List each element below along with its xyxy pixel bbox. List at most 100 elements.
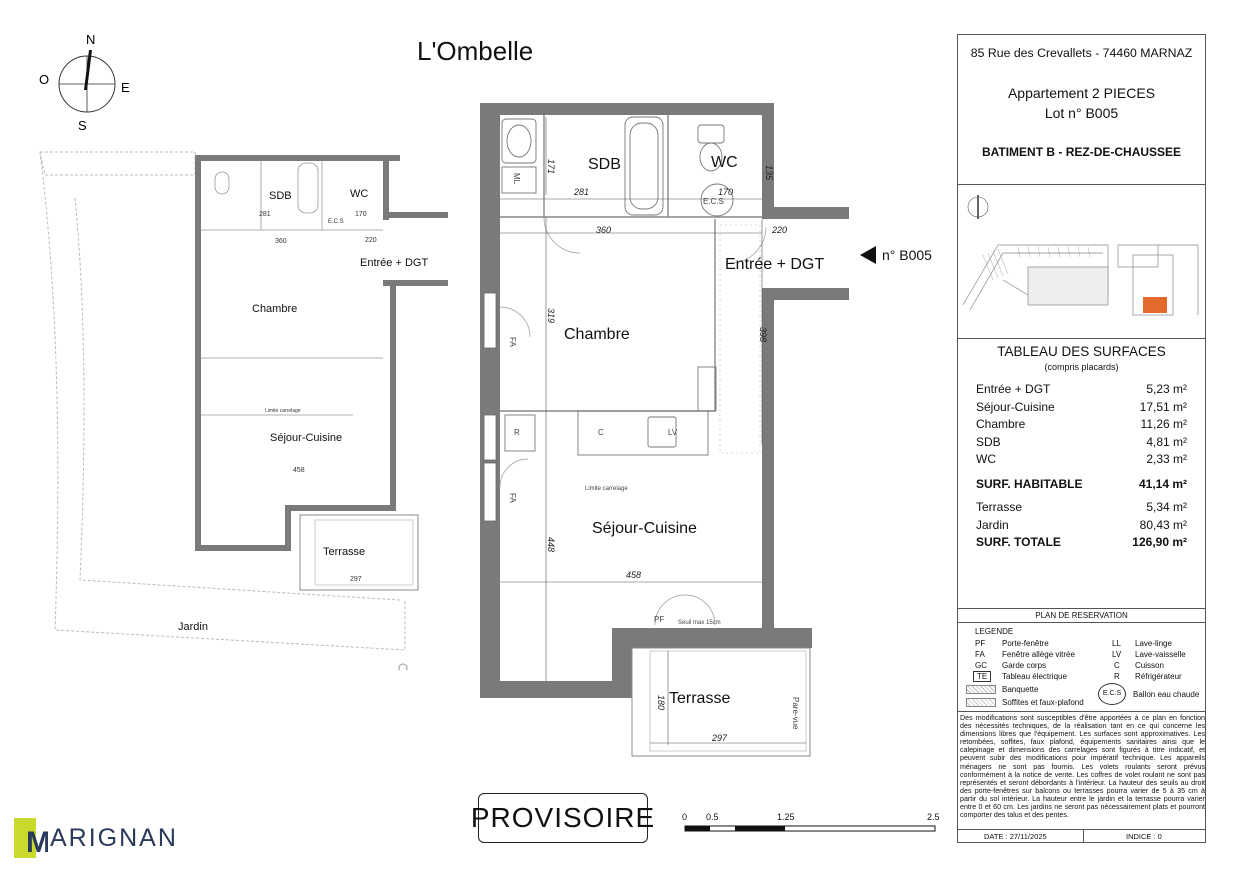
surfaces-section: TABLEAU DES SURFACES (compris placards) … [958, 339, 1205, 609]
lot-highlight [1143, 297, 1167, 313]
scale-tick-25: 2.5 [927, 812, 940, 822]
location-map [962, 195, 1199, 316]
overview-sdb: SDB [269, 190, 292, 202]
apartment-type: Appartement 2 PIECES [1007, 85, 1156, 101]
legend-text-gc: Garde corps [1002, 661, 1047, 670]
surface-row: WC 2,33 m² [976, 451, 1187, 469]
surface-row: Terrasse 5,34 m² [976, 499, 1187, 517]
surfaces-subtitle: (compris placards) [1044, 362, 1119, 372]
legend-text-fa: Fenêtre allège vitrée [1002, 650, 1075, 659]
garden-outline [39, 151, 196, 176]
overview-dim-220: 220 [365, 237, 377, 244]
wall-bottom [480, 681, 630, 698]
overview-dim-281: 281 [259, 211, 271, 218]
legend-code-r: R [1114, 672, 1120, 681]
location-map-section [958, 185, 1205, 339]
surface-value: 5,23 m² [1146, 382, 1187, 396]
label-parevue: Pare-vue [791, 697, 800, 730]
dim-135: 135 [764, 165, 774, 181]
surface-value: 4,81 m² [1146, 434, 1187, 449]
window-sejour-2 [483, 462, 497, 522]
disclaimer-notes: Des modifications sont susceptibles d'êt… [960, 714, 1205, 820]
compass-s: S [78, 118, 87, 133]
dim-297: 297 [711, 733, 728, 743]
address: 85 Rue des Crevallets - 74460 MARNAZ [970, 46, 1193, 60]
marignan-logo: M ARIGNAN [14, 818, 178, 858]
surface-value: 5,34 m² [1146, 500, 1187, 514]
wall-right-upper [762, 103, 774, 218]
surface-label: Séjour-Cuisine [976, 399, 1055, 414]
overview-terrasse: Terrasse [323, 546, 365, 558]
room-terrasse: Terrasse [669, 690, 730, 707]
compass-rose: N O E S [39, 32, 130, 133]
legend-banquette: Banquette [1002, 685, 1039, 694]
compass-n: N [86, 32, 95, 47]
surface-label: Entrée + DGT [976, 382, 1051, 396]
legend-ecs-code: E.C.S [1102, 690, 1122, 697]
overview-chambre: Chambre [252, 303, 297, 315]
dim-360: 360 [596, 225, 611, 235]
compass-o: O [39, 72, 49, 87]
room-sdb: SDB [588, 156, 621, 173]
label-seuil: Seuil max 15cm [678, 620, 721, 626]
info-panel: 85 Rue des Crevallets - 74460 MARNAZ App… [957, 34, 1206, 843]
main-plan: SDB WC Entrée + DGT Chambre Séjour-Cuisi… [480, 103, 932, 757]
room-wc: WC [711, 154, 738, 171]
surface-label: Terrasse [976, 500, 1023, 514]
plan-title: L'Ombelle [417, 36, 534, 66]
scale-tick-125: 1.25 [777, 812, 795, 822]
label-r: R [514, 428, 520, 437]
legend-text-ll: Lave-linge [1135, 639, 1172, 648]
legend-text-te: Tableau électrique [1002, 672, 1067, 681]
address-section: 85 Rue des Crevallets - 74460 MARNAZ App… [958, 35, 1205, 185]
label-c: C [598, 428, 604, 437]
apartment-lot: Lot n° B005 [1044, 105, 1119, 121]
legend-code-fa: FA [975, 650, 985, 659]
dim-319: 319 [546, 308, 556, 323]
surface-value: 2,33 m² [1146, 452, 1187, 466]
dim-458: 458 [626, 570, 641, 580]
dim-448: 448 [546, 537, 556, 552]
legend-code-te: TE [973, 671, 992, 682]
legend-text-lv: Lave-vaisselle [1135, 650, 1186, 659]
marignan-logo-mark: M [14, 818, 48, 858]
overview-sejour: Séjour-Cuisine [270, 432, 342, 444]
label-fa-2: FA [508, 493, 517, 503]
surface-label: SDB [976, 434, 1001, 449]
overview-ecs: E.C.S [328, 219, 344, 225]
lot-marker-label: n° B005 [882, 247, 932, 263]
legend-code-pf: PF [975, 639, 986, 648]
building-level: BATIMENT B - REZ-DE-CHAUSSEE [981, 145, 1182, 159]
overview-limite: Limite carrelage [265, 408, 301, 414]
legend-code-ll: LL [1112, 639, 1121, 648]
label-ecs: E.C.S [703, 197, 724, 206]
footer-date: DATE : 27/11/2025 [984, 832, 1047, 841]
kitchen-counter [577, 410, 709, 456]
surface-value: 80,43 m² [1139, 517, 1187, 532]
wall-right-lower [762, 288, 774, 630]
legend-code-c: C [1114, 661, 1120, 670]
dim-398: 398 [758, 327, 768, 342]
legend-title: LEGENDE [975, 627, 1014, 636]
surface-total-label: SURF. TOTALE [976, 535, 1061, 549]
surface-label: WC [976, 452, 996, 466]
dim-171: 171 [546, 159, 556, 174]
label-fa-1: FA [508, 337, 517, 347]
legend-soffites: Soffites et faux-plafond [1002, 698, 1084, 707]
room-sejour: Séjour-Cuisine [592, 520, 697, 537]
surface-value: 11,26 m² [1140, 417, 1187, 431]
ecs-boiler [700, 183, 734, 217]
room-entree: Entrée + DGT [725, 256, 824, 273]
window-sejour-1 [483, 414, 497, 461]
footer-index: INDICE : 0 [1126, 832, 1162, 841]
ecs-icon: E.C.S [1098, 683, 1126, 705]
overview-plan: SDB WC Entrée + DGT Chambre Séjour-Cuisi… [39, 151, 448, 670]
reservation-label: PLAN DE RESERVATION [1035, 611, 1128, 620]
soffites-swatch [966, 698, 996, 707]
scale-tick-05: 0.5 [706, 812, 719, 822]
surface-row: SDB 4,81 m² [976, 434, 1187, 452]
